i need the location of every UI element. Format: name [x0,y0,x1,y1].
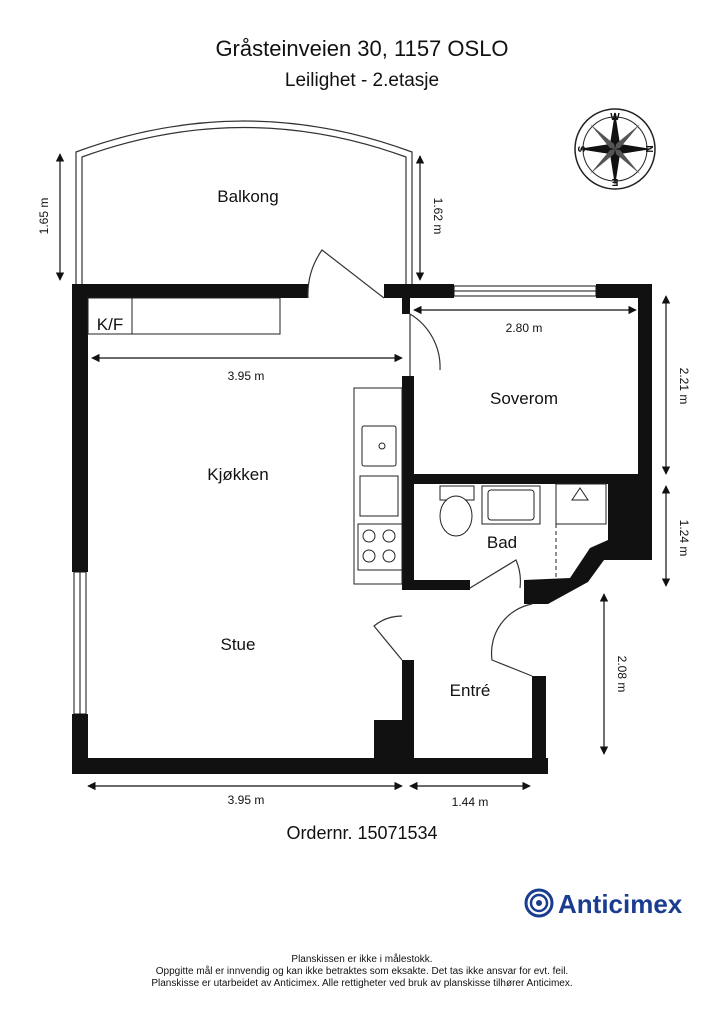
room-entrance: Entré [450,681,491,700]
dim-bathroom-height: 1.24 m [677,520,691,557]
order-number: Ordernr. 15071534 [286,823,438,843]
kitchen-counter [353,387,403,585]
doors [307,249,533,677]
dim-bottom-left: 3.95 m [228,793,265,807]
balcony [75,120,413,284]
room-balcony: Balkong [217,187,278,206]
dim-balcony-right: 1.62 m [431,198,445,235]
footer-line-2: Oppgitte mål er innvendig og kan ikke be… [155,966,569,977]
footer-line-3: Planskisse er utarbeidet av Anticimex. A… [151,978,573,989]
walls [72,284,652,774]
compass-north: N [643,145,654,152]
anticimex-logo-icon [524,888,554,918]
room-living: Stue [221,635,256,654]
footer-line-1: Planskissen er ikke i målestokk. [291,954,433,965]
room-bathroom: Bad [487,533,517,552]
dim-bedroom-height: 2.21 m [677,368,691,405]
kf-counter [87,297,281,335]
dim-entrance-height: 2.08 m [615,656,629,693]
compass-east: E [611,176,618,187]
dim-bottom-right: 1.44 m [452,795,489,809]
compass-icon: W E N S [574,108,656,190]
room-kitchen: Kjøkken [207,465,268,484]
floor-subtitle: Leilighet - 2.etasje [284,70,440,91]
address-title: Gråsteinveien 30, 1157 OSLO [215,36,509,61]
room-kf: K/F [97,315,123,334]
dim-balcony-left: 1.65 m [37,198,51,235]
compass-south: S [577,145,588,152]
dim-bedroom-width: 2.80 m [506,321,543,335]
room-bedroom: Soverom [490,389,558,408]
windows [73,285,597,715]
dimension-lines [55,153,671,791]
dim-kitchen-width: 3.95 m [228,369,265,383]
anticimex-logo-text: Anticimex [558,889,683,919]
compass-west: W [610,112,620,123]
bathroom-fixtures [439,483,607,580]
